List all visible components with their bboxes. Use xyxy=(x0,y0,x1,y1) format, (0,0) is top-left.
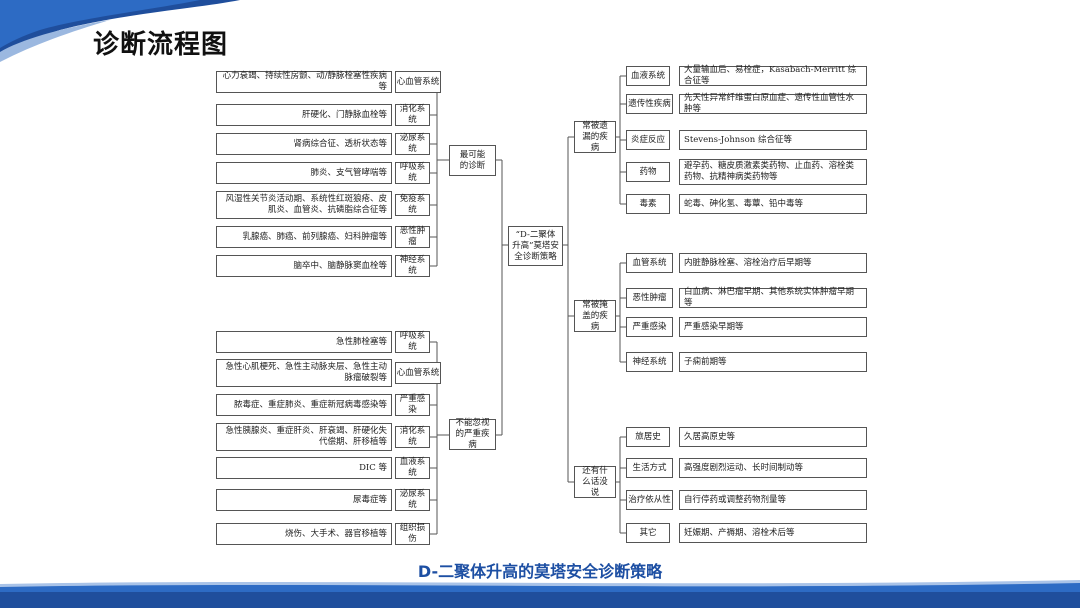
notmiss-desc-box: 尿毒症等 xyxy=(216,489,392,511)
masked-category-box: 血管系统 xyxy=(626,253,673,273)
likely-desc-box: 乳腺癌、肺癌、前列腺癌、妇科肿瘤等 xyxy=(216,226,392,248)
likely-desc-box: 肝硬化、门静脉血栓等 xyxy=(216,104,392,126)
other-desc-box: 高强度剧烈运动、长时间制动等 xyxy=(679,458,867,478)
notmiss-system-box: 血液系统 xyxy=(395,457,430,479)
notmiss-system-box: 呼吸系统 xyxy=(395,331,430,353)
other-desc-box: 妊娠期、产褥期、溶栓术后等 xyxy=(679,523,867,543)
other-category-box: 其它 xyxy=(626,523,670,543)
footer-band-decoration xyxy=(0,580,1080,608)
likely-system-box: 神经系统 xyxy=(395,255,430,277)
masked-desc-box: 白血病、淋巴瘤早期、其他系统实体肿瘤早期等 xyxy=(679,287,867,308)
missed-category-box: 血液系统 xyxy=(626,66,670,86)
group-often-masked: 常被掩盖的疾病 xyxy=(574,300,616,332)
masked-category-box: 严重感染 xyxy=(626,317,673,337)
notmiss-system-box: 组织损伤 xyxy=(395,523,430,545)
notmiss-system-box: 心血管系统 xyxy=(395,362,441,384)
likely-system-box: 免疫系统 xyxy=(395,194,430,216)
notmiss-desc-box: 急性胰腺炎、重症肝炎、肝衰竭、肝硬化失代偿期、肝移植等 xyxy=(216,423,392,451)
likely-system-box: 泌尿系统 xyxy=(395,133,430,155)
group-likely-diagnosis: 最可能的诊断 xyxy=(449,145,496,176)
notmiss-desc-box: 脓毒症、重症肺炎、重症新冠病毒感染等 xyxy=(216,394,392,416)
missed-desc-box: 先天性异常纤维蛋白原血症、遗传性血管性水肿等 xyxy=(679,93,867,114)
notmiss-desc-box: DIC 等 xyxy=(216,457,392,479)
likely-desc-box: 脑卒中、脑静脉窦血栓等 xyxy=(216,255,392,277)
missed-category-box: 药物 xyxy=(626,162,670,182)
notmiss-desc-box: 急性肺栓塞等 xyxy=(216,331,392,353)
header-swoosh-decoration xyxy=(0,0,240,62)
masked-desc-box: 严重感染早期等 xyxy=(679,317,867,337)
notmiss-desc-box: 烧伤、大手术、器官移植等 xyxy=(216,523,392,545)
missed-category-box: 毒素 xyxy=(626,194,670,214)
likely-system-box: 消化系统 xyxy=(395,104,430,126)
likely-desc-box: 肾病综合征、透析状态等 xyxy=(216,133,392,155)
other-desc-box: 久居高原史等 xyxy=(679,427,867,447)
group-not-to-miss: 不能忽视的严重疾病 xyxy=(449,418,496,450)
group-often-missed: 常被遗漏的疾病 xyxy=(574,121,616,153)
likely-system-box: 心血管系统 xyxy=(395,71,441,93)
page-title: 诊断流程图 xyxy=(93,30,229,60)
notmiss-desc-box: 急性心肌梗死、急性主动脉夹层、急性主动脉瘤破裂等 xyxy=(216,359,392,387)
notmiss-system-box: 严重感染 xyxy=(395,394,430,416)
missed-category-box: 炎症反应 xyxy=(626,130,670,150)
likely-desc-box: 肺炎、支气管哮喘等 xyxy=(216,162,392,184)
likely-system-box: 恶性肿瘤 xyxy=(395,226,430,248)
masked-category-box: 恶性肿瘤 xyxy=(626,288,673,308)
missed-desc-box: 避孕药、糖皮质激素类药物、止血药、溶栓类药物、抗精神病类药物等 xyxy=(679,159,867,185)
other-category-box: 治疗依从性 xyxy=(626,490,673,510)
missed-desc-box: 蛇毒、砷化氢、毒蕈、铅中毒等 xyxy=(679,194,867,214)
missed-desc-box: Stevens-Johnson 综合征等 xyxy=(679,130,867,150)
notmiss-system-box: 消化系统 xyxy=(395,426,430,448)
missed-category-box: 遗传性疾病 xyxy=(626,94,673,114)
figure-caption: D-二聚体升高的莫塔安全诊断策略 xyxy=(417,562,663,581)
masked-desc-box: 内脏静脉栓塞、溶栓治疗后早期等 xyxy=(679,253,867,273)
group-anything-else: 还有什么话没说 xyxy=(574,466,616,498)
masked-category-box: 神经系统 xyxy=(626,352,673,372)
other-category-box: 旅居史 xyxy=(626,427,670,447)
missed-desc-box: 大量输血后、易栓症，Kasabach-Merritt 综合征等 xyxy=(679,65,867,86)
likely-desc-box: 心力衰竭、持续性房颤、动/静脉栓塞性疾病等 xyxy=(216,71,392,93)
other-category-box: 生活方式 xyxy=(626,458,673,478)
other-desc-box: 自行停药或调整药物剂量等 xyxy=(679,490,867,510)
likely-system-box: 呼吸系统 xyxy=(395,162,430,184)
masked-desc-box: 子痫前期等 xyxy=(679,352,867,372)
likely-desc-box: 风湿性关节炎活动期、系统性红斑狼疮、皮肌炎、血管炎、抗磷脂综合征等 xyxy=(216,191,392,219)
center-strategy-node: “D-二聚体升高”莫塔安全诊断策略 xyxy=(508,226,563,266)
notmiss-system-box: 泌尿系统 xyxy=(395,489,430,511)
